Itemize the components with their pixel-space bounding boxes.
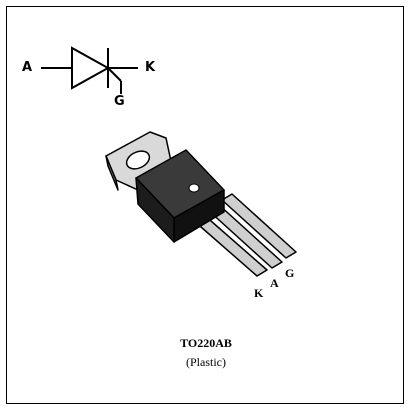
tab-mounting-hole [125, 150, 151, 170]
body-side [135, 177, 175, 243]
pin-label-k: K [254, 286, 264, 300]
diode-triangle [71, 46, 111, 90]
gate-lead-diagonal [107, 67, 122, 82]
pin-label-g: G [285, 266, 295, 280]
scr-symbol [41, 46, 138, 94]
pin-g [221, 193, 297, 259]
package-name: TO220AB [180, 336, 232, 350]
gate-label: G [114, 94, 125, 109]
pin-label-a: A [270, 276, 279, 290]
package-material: (Plastic) [186, 355, 226, 369]
cathode-label: K [145, 60, 156, 75]
body-molding-mark [188, 183, 200, 193]
metal-tab-edge [105, 155, 119, 191]
to220-package [105, 131, 297, 277]
anode-label: A [22, 60, 33, 75]
